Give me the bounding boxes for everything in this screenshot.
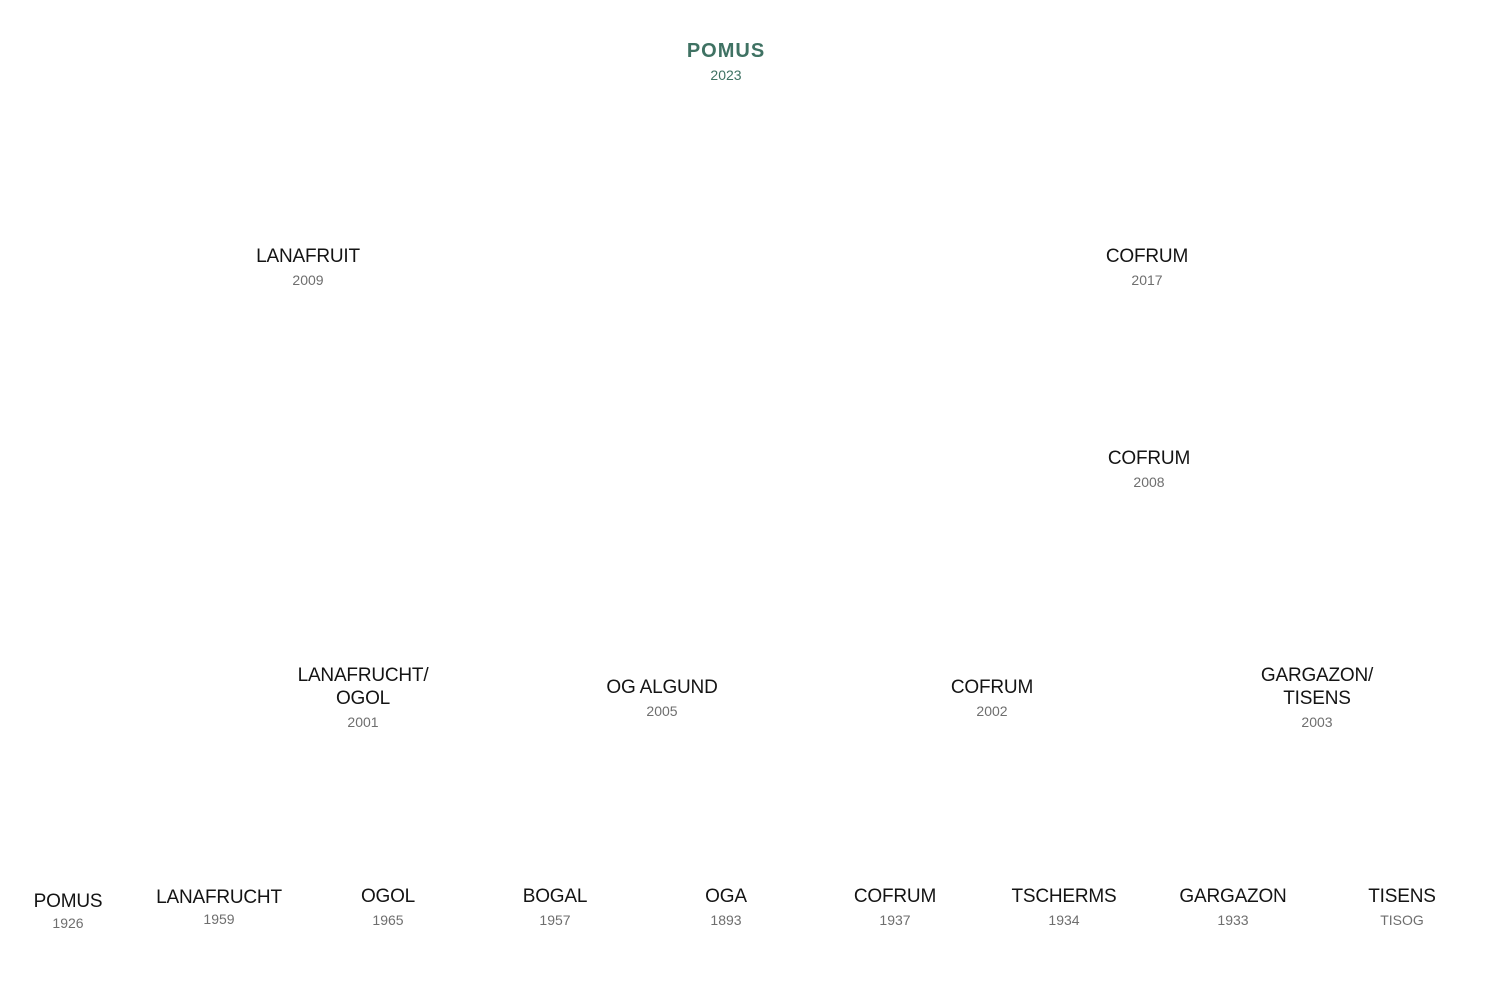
- node-year: 1926: [52, 915, 84, 931]
- node-cofrum-2002: COFRUM 2002: [951, 676, 1033, 721]
- node-year: 1957: [539, 912, 571, 928]
- node-year: 2009: [292, 272, 324, 288]
- node-lanafrucht-ogol-2001: LANAFRUCHT/ OGOL 2001: [298, 664, 429, 732]
- node-year: 1965: [372, 912, 404, 928]
- node-year: 1934: [1048, 912, 1080, 928]
- node-name-line2: OGOL: [335, 688, 391, 709]
- node-year: 2023: [710, 67, 742, 83]
- node-tisens-tisog: TISENS TISOG: [1368, 885, 1436, 930]
- node-name: TSCHERMS: [1011, 886, 1117, 907]
- node-name: COFRUM: [950, 677, 1034, 698]
- node-name: LANAFRUCHT: [156, 887, 282, 908]
- node-name: POMUS: [686, 40, 766, 62]
- node-name: COFRUM: [853, 886, 937, 907]
- node-og-algund-2005: OG ALGUND 2005: [606, 676, 717, 721]
- node-name-line1: GARGAZON/: [1260, 665, 1374, 686]
- node-year: 2002: [976, 703, 1008, 719]
- node-tscherms-1934: TSCHERMS 1934: [1011, 885, 1116, 930]
- node-name: BOGAL: [522, 886, 588, 907]
- node-name: OG ALGUND: [606, 677, 718, 698]
- node-year: 2001: [347, 714, 379, 730]
- node-pomus-2023: POMUS 2023: [687, 40, 765, 85]
- node-cofrum-2008: COFRUM 2008: [1108, 447, 1190, 492]
- node-ogol-1965: OGOL 1965: [361, 885, 415, 930]
- node-year: 2008: [1133, 474, 1165, 490]
- node-name: OGOL: [360, 886, 416, 907]
- node-year: TISOG: [1380, 912, 1424, 928]
- node-year: 1937: [879, 912, 911, 928]
- node-year: 2003: [1301, 714, 1333, 730]
- node-year: 1893: [710, 912, 742, 928]
- node-name: GARGAZON: [1179, 886, 1287, 907]
- node-year: 2017: [1131, 272, 1163, 288]
- node-name: COFRUM: [1107, 448, 1191, 469]
- node-year: 1959: [203, 911, 235, 927]
- node-year: 2005: [646, 703, 678, 719]
- node-name-line1: LANAFRUCHT/: [297, 665, 429, 686]
- node-lanafruit-2009: LANAFRUIT 2009: [256, 245, 360, 290]
- node-gargazon-tisens-2003: GARGAZON/ TISENS 2003: [1261, 664, 1373, 732]
- node-name-line2: TISENS: [1283, 688, 1351, 709]
- node-year: 1933: [1217, 912, 1249, 928]
- node-cofrum-2017: COFRUM 2017: [1106, 245, 1188, 290]
- node-name: COFRUM: [1105, 246, 1189, 267]
- node-name: LANAFRUIT: [256, 246, 360, 267]
- node-cofrum-1937: COFRUM 1937: [854, 885, 936, 930]
- node-oga-1893: OGA 1893: [705, 885, 747, 930]
- node-bogal-1957: BOGAL 1957: [522, 885, 588, 930]
- node-pomus-1926: POMUS 1926: [34, 890, 103, 933]
- node-name: OGA: [705, 886, 747, 907]
- node-name: TISENS: [1368, 886, 1436, 907]
- node-name: POMUS: [33, 891, 103, 912]
- node-gargazon-1933: GARGAZON 1933: [1179, 885, 1286, 930]
- node-lanafrucht-1959: LANAFRUCHT 1959: [156, 886, 282, 929]
